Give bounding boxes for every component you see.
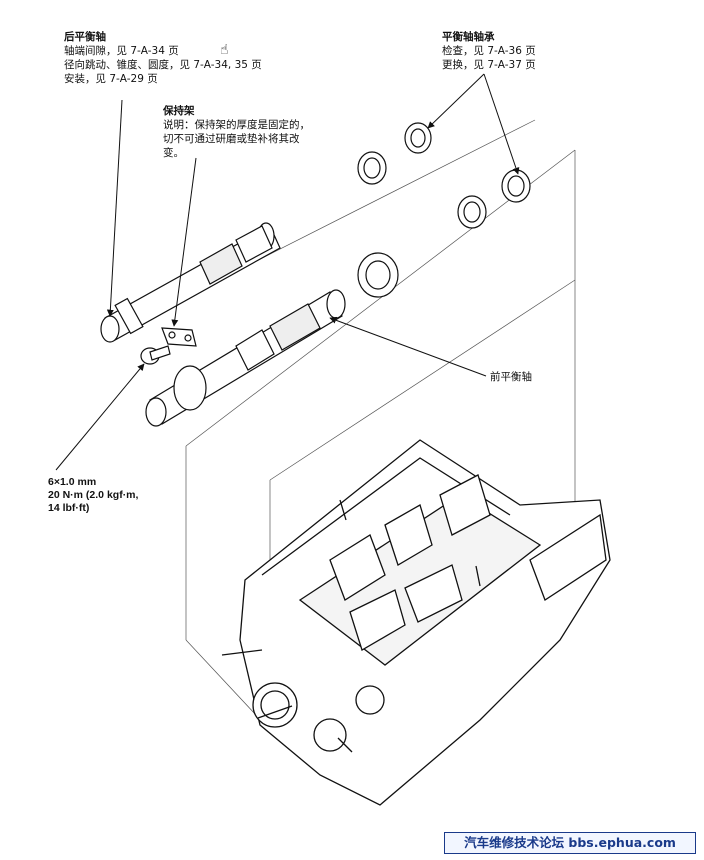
bolt-spec-torque-lbf: 14 lbf·ft) — [48, 502, 90, 514]
forum-watermark: 汽车维修技术论坛 bbs.ephua.com — [444, 832, 696, 854]
holder-line-2: 切不可通过研磨或垫补将其改 — [163, 133, 300, 145]
rear-balancer-line-2: 径向跳动、锥度、圆度，见 7-A-34, 35 页 — [64, 59, 262, 71]
bolt-spec-torque: 20 N·m (2.0 kgf·m, — [48, 489, 139, 501]
holder-title: 保持架 — [163, 105, 195, 117]
rear-balancer-line-1: 轴端间隙，见 7-A-34 页 — [64, 45, 179, 57]
bearings-line-2: 更换，见 7-A-37 页 — [442, 59, 536, 71]
engine-block — [221, 439, 611, 806]
holder-line-1: 说明：保持架的厚度是固定的， — [163, 119, 310, 131]
bolt-spec-size: 6×1.0 mm — [48, 476, 97, 488]
holder-plate — [161, 327, 197, 347]
rear-balancer-line-3: 安装，见 7-A-29 页 — [64, 73, 158, 85]
bearing-rings — [357, 122, 531, 298]
front-balancer-label: 前平衡轴 — [490, 371, 532, 383]
rear-balancer-shaft — [100, 222, 281, 343]
rear-balancer-title: 后平衡轴 — [64, 31, 106, 43]
bearings-title: 平衡轴轴承 — [442, 31, 495, 43]
hand-cursor-icon: ☝ — [220, 42, 229, 58]
bearings-line-1: 检查，见 7-A-36 页 — [442, 45, 536, 57]
bolt — [140, 345, 171, 365]
leader-lines — [55, 73, 520, 471]
holder-line-3: 变。 — [163, 147, 184, 159]
front-balancer-shaft — [145, 289, 346, 427]
